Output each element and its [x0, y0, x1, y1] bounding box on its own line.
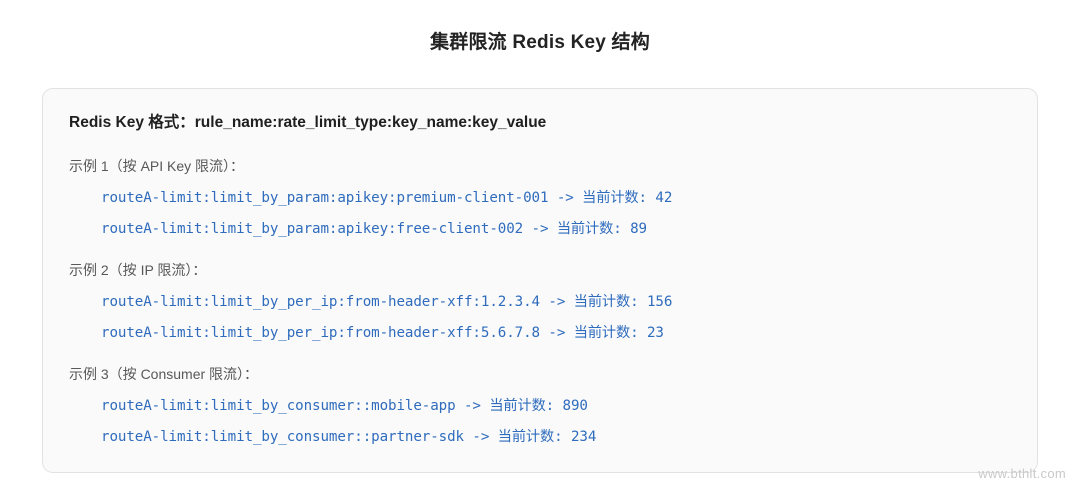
example-block-3: 示例 3（按 Consumer 限流）： routeA-limit:limit_… — [69, 363, 1011, 453]
example-3-code-line-2: routeA-limit:limit_by_consumer::partner-… — [101, 429, 597, 445]
example-label-2: 示例 2（按 IP 限流）： — [69, 262, 207, 278]
example-1-code-line-1: routeA-limit:limit_by_param:apikey:premi… — [101, 190, 673, 206]
redis-key-format-line: Redis Key 格式：rule_name:rate_limit_type:k… — [69, 111, 1011, 135]
redis-key-format-label: Redis Key 格式： — [69, 114, 195, 131]
example-2-code-line-2: routeA-limit:limit_by_per_ip:from-header… — [101, 325, 664, 341]
example-label-1: 示例 1（按 API Key 限流）： — [69, 158, 245, 174]
example-block-1: 示例 1（按 API Key 限流）： routeA-limit:limit_b… — [69, 155, 1011, 245]
card-content: Redis Key 格式：rule_name:rate_limit_type:k… — [43, 89, 1037, 453]
example-2-code-line-1: routeA-limit:limit_by_per_ip:from-header… — [101, 294, 673, 310]
example-label-3: 示例 3（按 Consumer 限流）： — [69, 366, 259, 382]
redis-key-format-value: rule_name:rate_limit_type:key_name:key_v… — [194, 114, 547, 131]
redis-key-card: Redis Key 格式：rule_name:rate_limit_type:k… — [42, 88, 1038, 473]
watermark: www.bthlt.com — [978, 466, 1066, 481]
example-1-code-line-2: routeA-limit:limit_by_param:apikey:free-… — [101, 221, 647, 237]
example-block-2: 示例 2（按 IP 限流）： routeA-limit:limit_by_per… — [69, 259, 1011, 349]
page-title: 集群限流 Redis Key 结构 — [430, 32, 650, 53]
example-3-code-line-1: routeA-limit:limit_by_consumer::mobile-a… — [101, 398, 588, 414]
